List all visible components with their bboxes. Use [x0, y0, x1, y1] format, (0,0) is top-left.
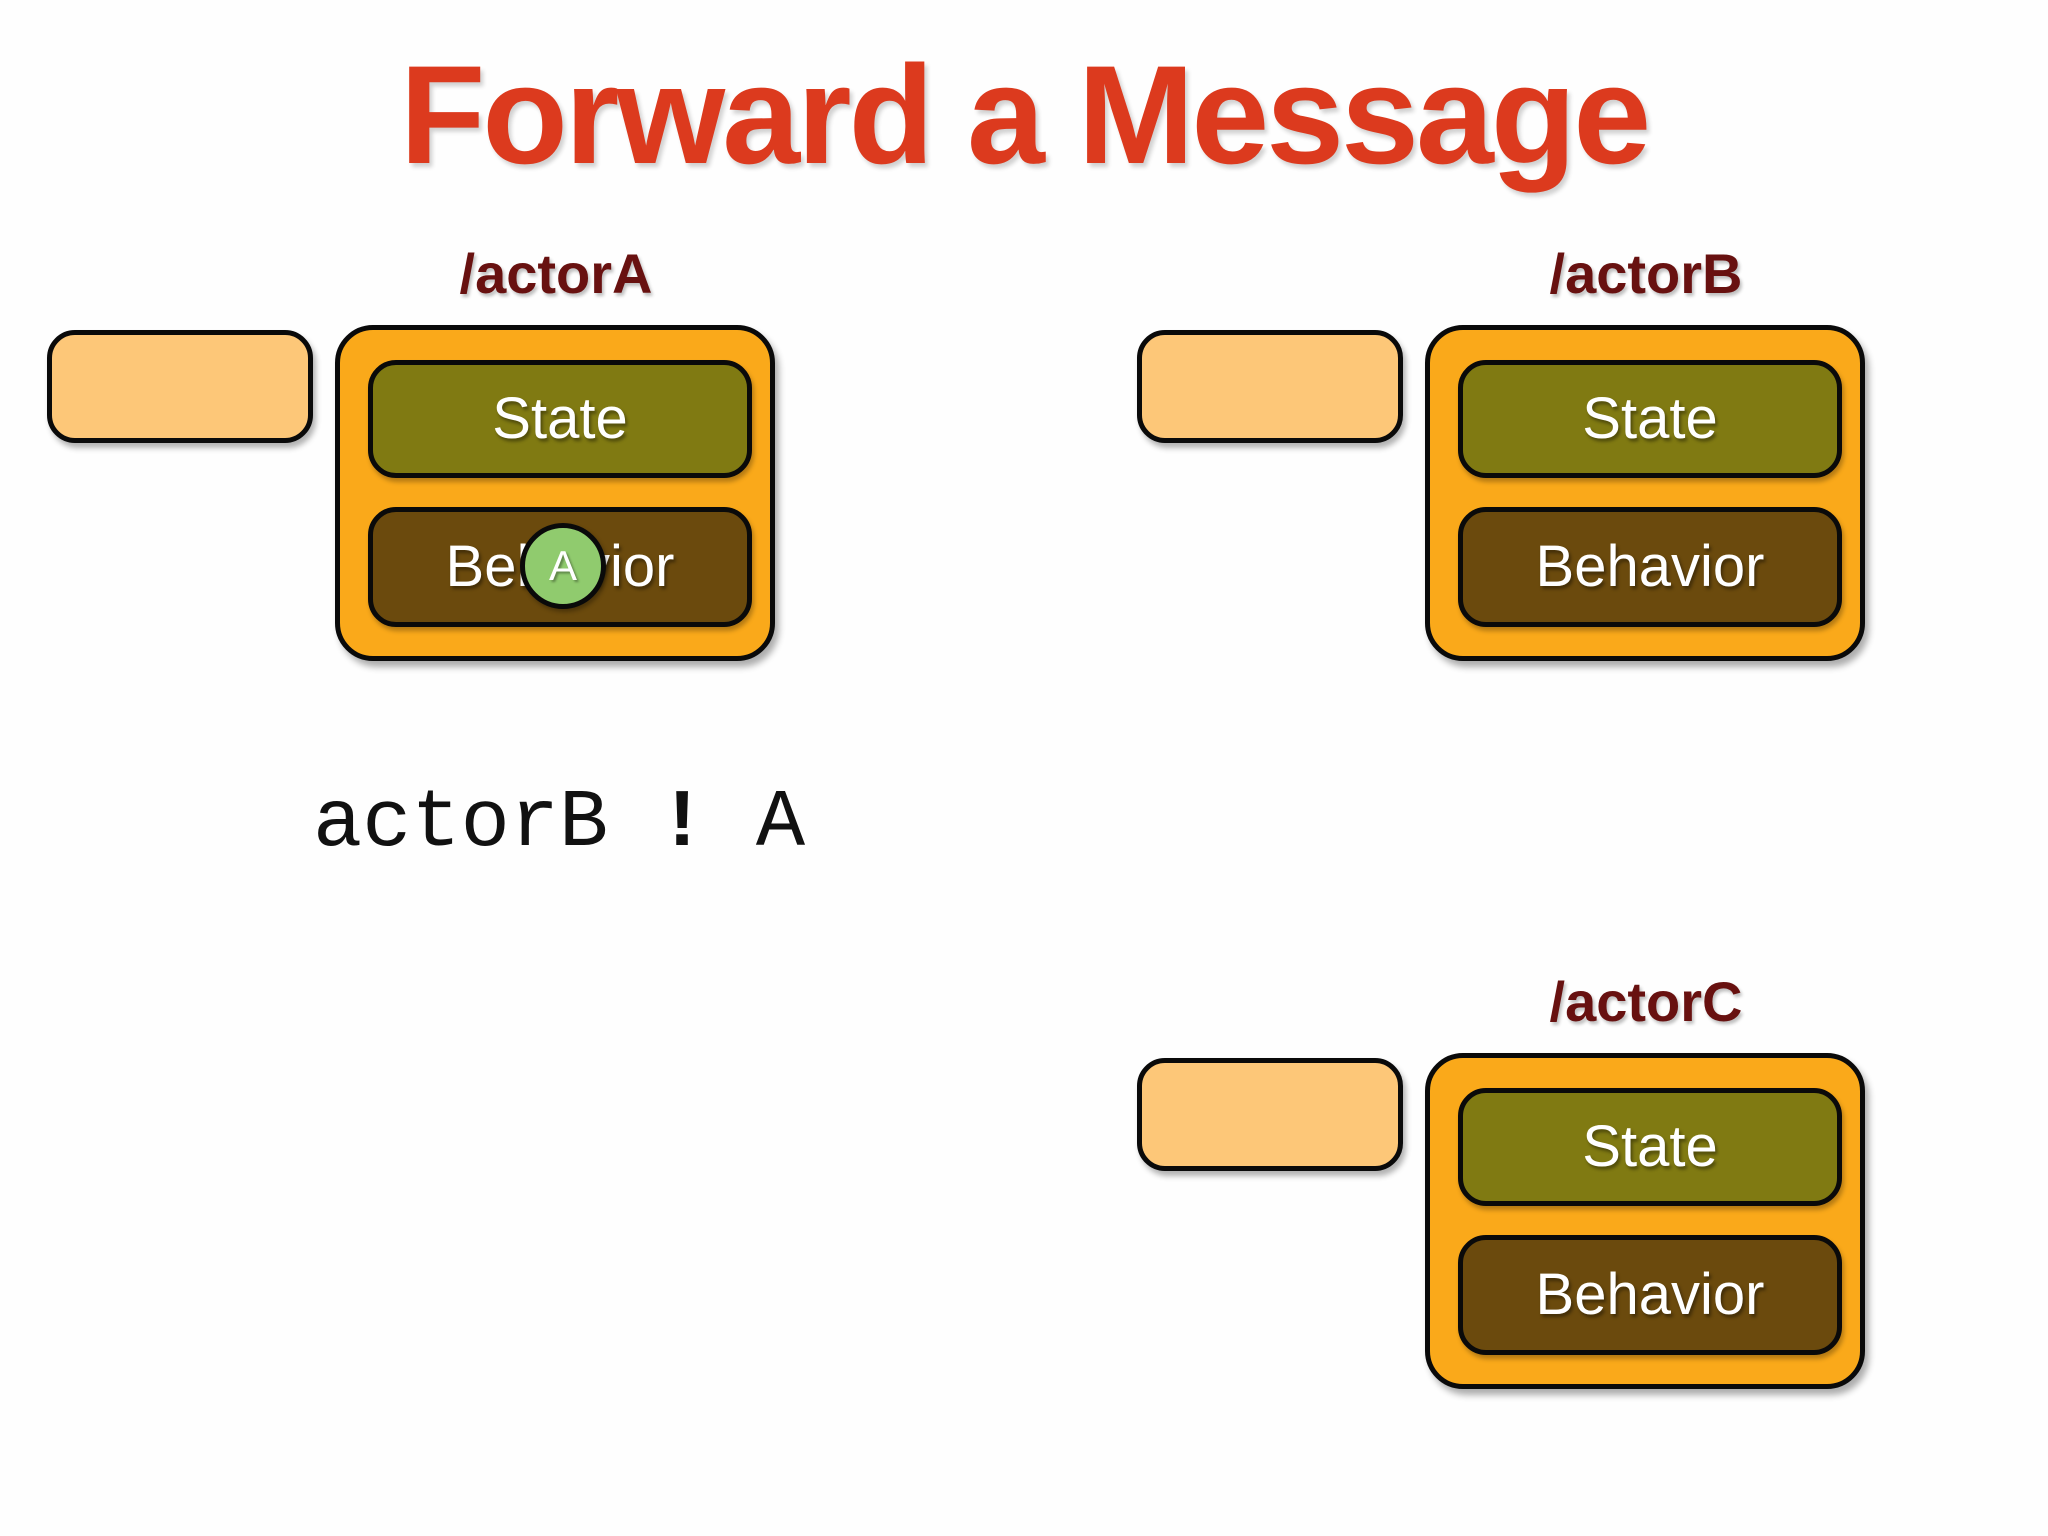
actor-b-label: /actorB [1549, 242, 1743, 305]
state-label: State [492, 386, 628, 451]
code-bang: ! [657, 777, 707, 870]
actor-a-label: /actorA [459, 242, 653, 305]
actor-c-state-box: State [1458, 1088, 1842, 1206]
state-label: State [1582, 1114, 1718, 1179]
code-suffix: A [706, 777, 806, 870]
actor-b-mailbox [1137, 330, 1403, 443]
message-token-label: A [548, 542, 577, 589]
actor-c-behavior-box: Behavior [1458, 1235, 1842, 1355]
actor-a-mailbox [47, 330, 313, 443]
state-label: State [1582, 386, 1718, 451]
message-token-a: A [520, 523, 606, 609]
actor-a-state-box: State [368, 360, 752, 478]
actor-c-mailbox [1137, 1058, 1403, 1171]
slide-title: Forward a Message [399, 36, 1651, 193]
actor-b-group: /actorB State Behavior [1137, 238, 1867, 663]
code-prefix: actorB [313, 777, 658, 870]
actor-b-behavior-box: Behavior [1458, 507, 1842, 627]
behavior-label: Behavior [1535, 534, 1765, 599]
actor-c-box: State Behavior [1425, 1053, 1865, 1389]
actor-a-group: /actorA State Behavior A [47, 238, 777, 663]
actor-b-state-box: State [1458, 360, 1842, 478]
actor-c-group: /actorC State Behavior [1137, 966, 1867, 1391]
actor-c-label: /actorC [1549, 970, 1743, 1033]
code-expression: actorB ! A [313, 783, 805, 865]
behavior-label: Behavior [1535, 1262, 1765, 1327]
actor-a-box: State Behavior A [335, 325, 775, 661]
actor-b-box: State Behavior [1425, 325, 1865, 661]
